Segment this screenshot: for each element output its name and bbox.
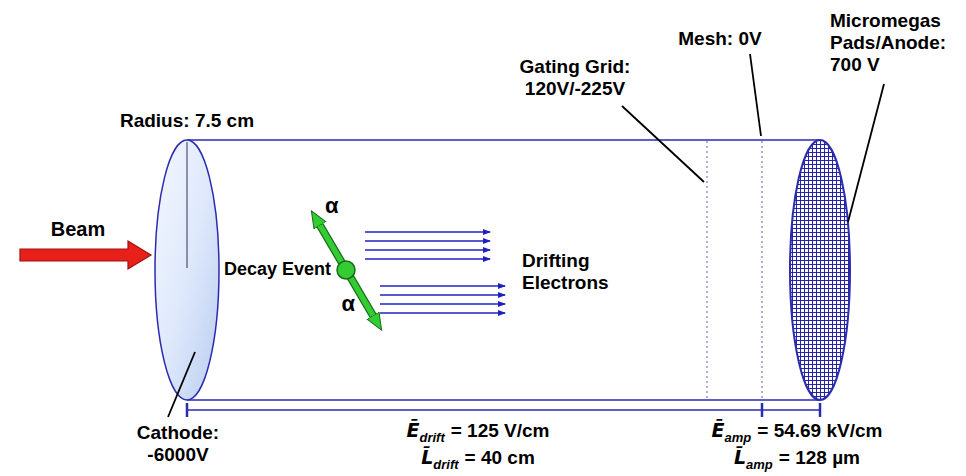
gating-grid-label: Gating Grid: 120V/-225V bbox=[500, 56, 650, 100]
decay-vertex bbox=[337, 261, 355, 279]
chamber-wall bbox=[187, 399, 820, 401]
leader-line bbox=[750, 54, 761, 136]
subscript-label: drift bbox=[419, 430, 444, 445]
dimension-tick bbox=[186, 403, 189, 417]
amp-length-label: L̄amp = 128 µm bbox=[734, 446, 860, 473]
value-label: = 125 V/cm bbox=[451, 420, 550, 441]
chamber-wall bbox=[187, 139, 820, 141]
value-label: = 40 cm bbox=[465, 447, 535, 468]
cathode-label: Cathode: -6000V bbox=[131, 422, 226, 466]
dimension-line bbox=[187, 409, 820, 411]
symbol-label: Ē bbox=[406, 419, 419, 441]
alpha-label: α bbox=[325, 193, 339, 218]
amp-field-label: Ēamp = 54.69 kV/cm bbox=[712, 419, 883, 446]
symbol-label: Ē bbox=[712, 419, 725, 441]
leader-line bbox=[848, 84, 884, 222]
micromegas-pads bbox=[790, 140, 850, 400]
drift-length-label: L̄drift = 40 cm bbox=[421, 446, 535, 473]
gating-grid bbox=[706, 141, 707, 399]
symbol-label: L̄ bbox=[734, 446, 746, 468]
anode-voltage-label: Micromegas Pads/Anode: 700 V bbox=[830, 10, 958, 76]
dimension-tick bbox=[761, 403, 764, 417]
value-label: = 54.69 kV/cm bbox=[757, 420, 882, 441]
radius-line bbox=[187, 142, 188, 268]
beam-label: Beam bbox=[51, 218, 105, 241]
leader-line bbox=[168, 352, 195, 417]
beam-arrow bbox=[20, 241, 151, 269]
subscript-label: amp bbox=[746, 457, 773, 472]
subscript-label: amp bbox=[725, 430, 752, 445]
decay-event-label: Decay Event bbox=[224, 259, 331, 280]
electron-arrows bbox=[365, 232, 505, 313]
dimension-tick bbox=[819, 403, 822, 417]
radius-label: Radius: 7.5 cm bbox=[120, 110, 254, 132]
cathode-disc bbox=[155, 140, 219, 400]
mesh-plane bbox=[761, 141, 762, 399]
leader-line bbox=[622, 106, 704, 182]
alpha-label: α bbox=[341, 291, 355, 316]
electron-label: Drifting Electrons bbox=[522, 250, 630, 294]
subscript-label: drift bbox=[433, 457, 458, 472]
value-label: = 128 µm bbox=[779, 447, 860, 468]
mesh-voltage-label: Mesh: 0V bbox=[678, 28, 761, 50]
symbol-label: L̄ bbox=[421, 446, 433, 468]
drift-field-label: Ēdrift = 125 V/cm bbox=[406, 419, 549, 446]
